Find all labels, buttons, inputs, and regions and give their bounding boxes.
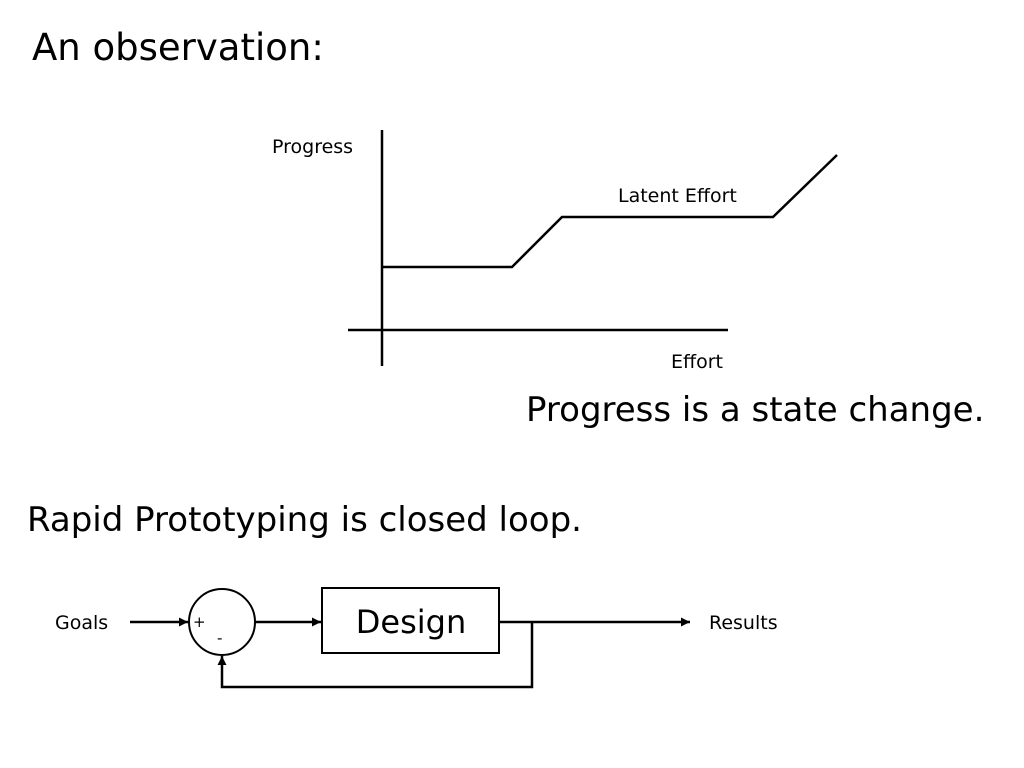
progress-caption: Progress is a state change. [526, 390, 985, 430]
results-label: Results [709, 612, 778, 634]
design-label: Design [356, 603, 466, 641]
minus-sign: - [217, 629, 222, 647]
y-axis-label: Progress [272, 136, 353, 158]
progress-effort-chart: Progress Effort Latent Effort [272, 130, 838, 373]
closed-loop-diagram: Goals + - Design Results [55, 587, 778, 689]
plus-sign: + [193, 613, 206, 631]
x-axis-label: Effort [671, 351, 723, 373]
progress-curve [382, 154, 838, 269]
design-block [321, 587, 500, 654]
latent-effort-label: Latent Effort [618, 185, 737, 207]
loop-caption: Rapid Prototyping is closed loop. [27, 500, 582, 540]
slide-title: An observation: [32, 26, 324, 69]
feedback-path [217, 622, 534, 689]
goals-label: Goals [55, 612, 108, 634]
